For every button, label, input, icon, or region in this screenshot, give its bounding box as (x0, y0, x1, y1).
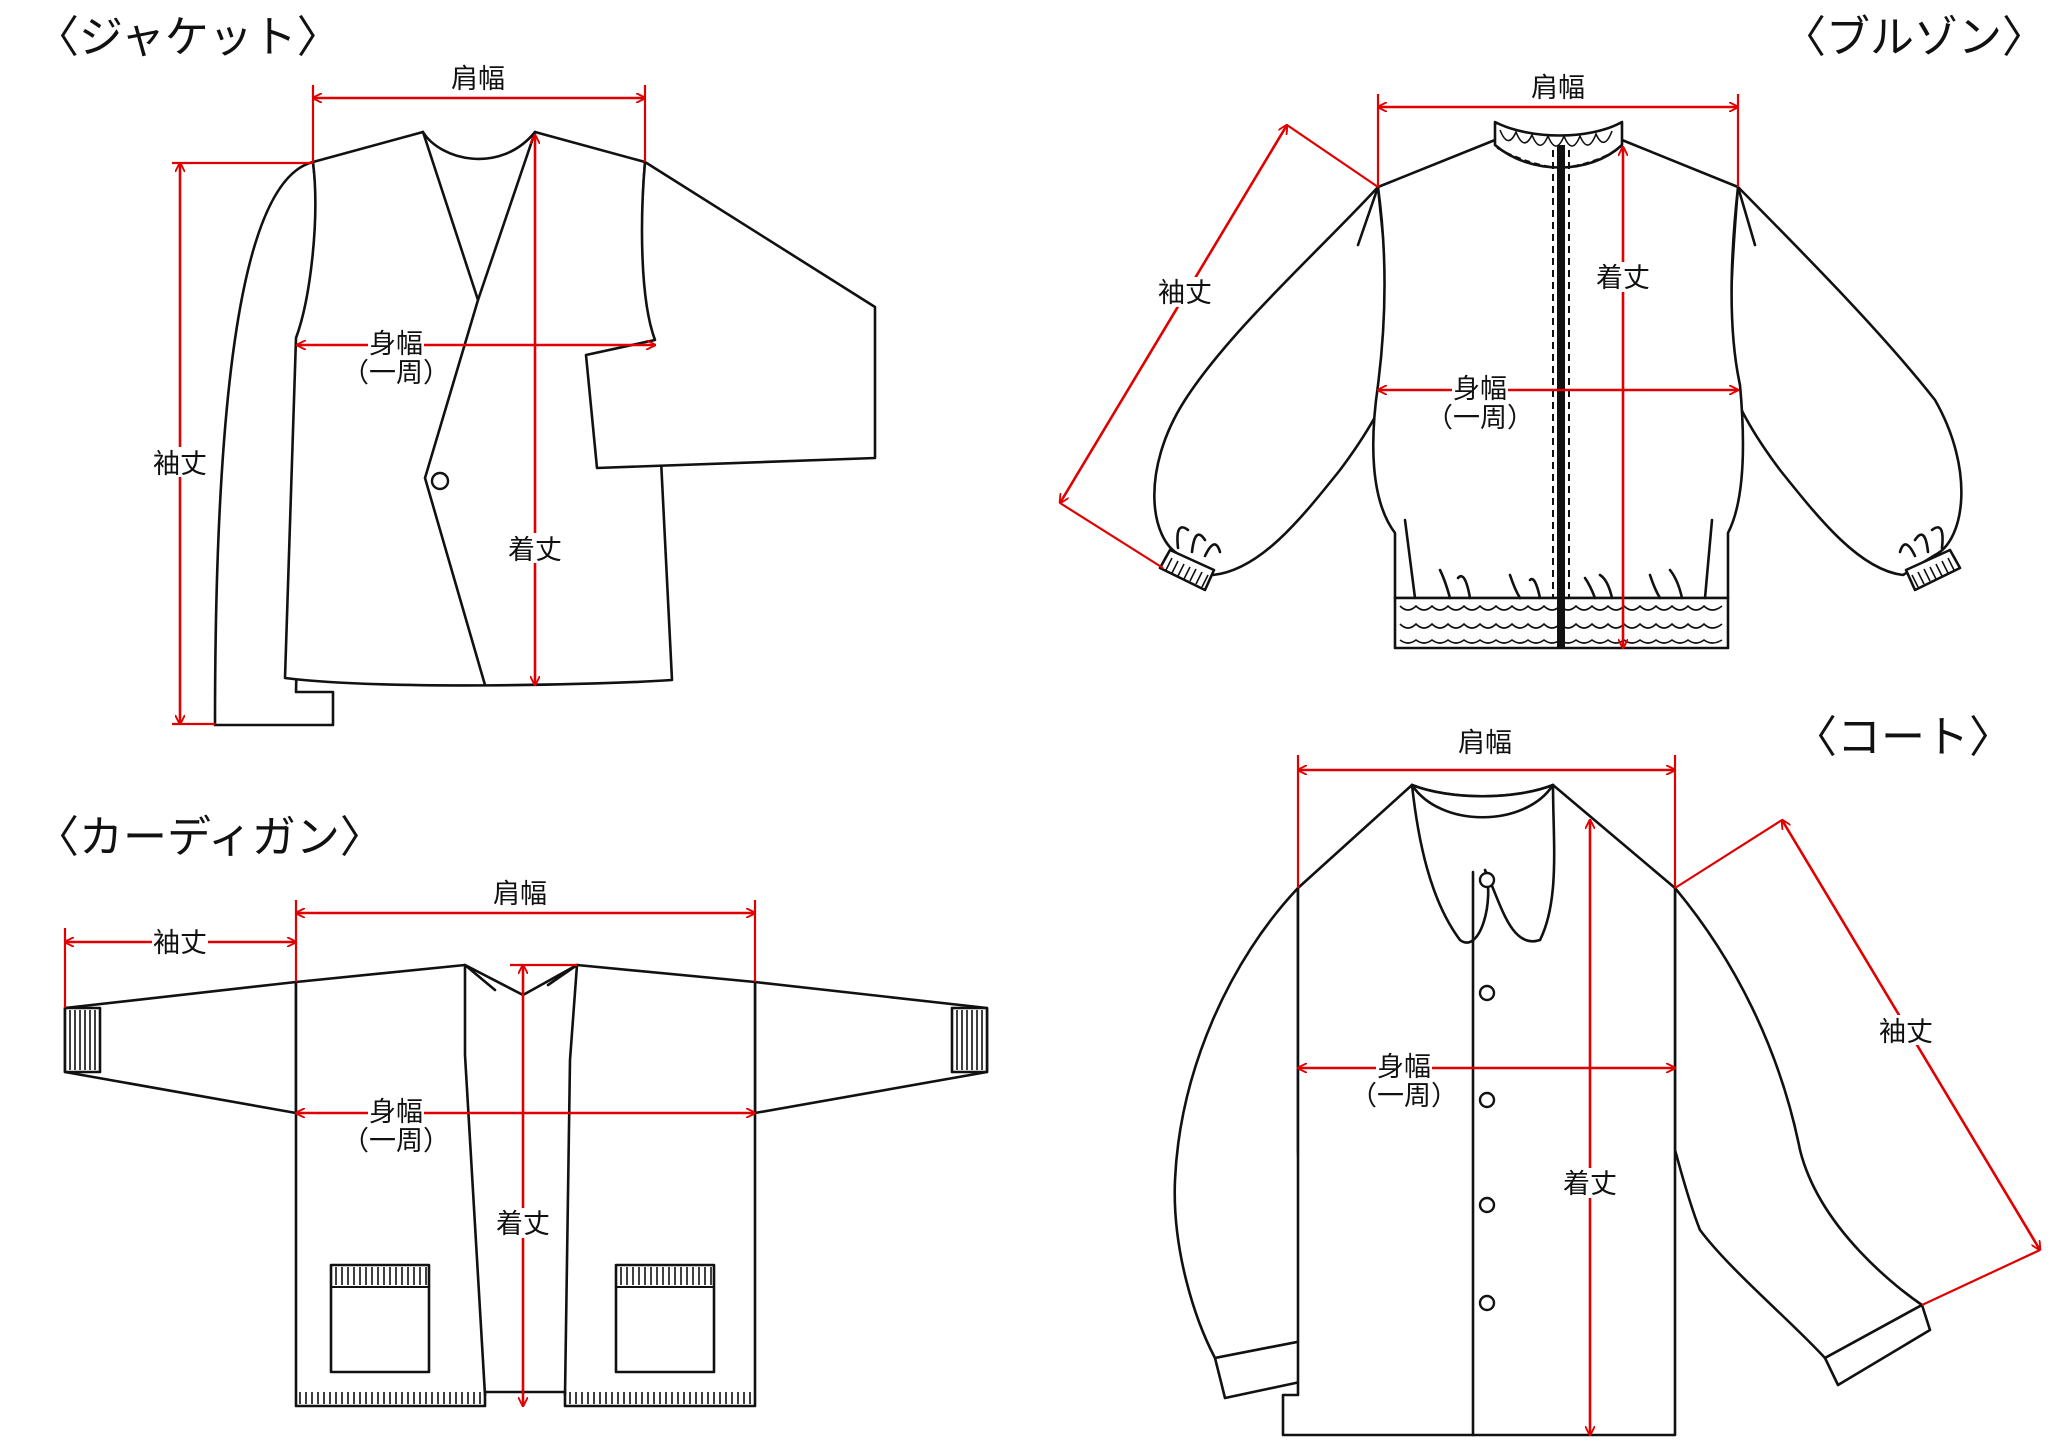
coat-length-label: 着丈 (1563, 1169, 1617, 1200)
blouson-collar-rib (1496, 129, 1621, 169)
cardigan-right-cuff (950, 1006, 989, 1074)
coat-right-sleeve (1673, 886, 1924, 1360)
blouson-body-note: （一周） (1426, 403, 1534, 434)
jacket-body-label: 身幅 (369, 329, 423, 360)
cardigan-body-label: 身幅 (369, 1097, 423, 1128)
cardigan-diagram: 〈カーディガン〉 (35, 812, 989, 1408)
cardigan-outline (63, 963, 989, 1408)
coat-button (1478, 1294, 1496, 1312)
cardigan-shoulder-label: 肩幅 (493, 879, 547, 910)
jacket-outline (213, 130, 877, 727)
coat-right-cuff (1823, 1303, 1932, 1387)
coat-button (1478, 984, 1496, 1002)
jacket-front-opening (421, 130, 487, 687)
blouson-length-label: 着丈 (1596, 263, 1650, 294)
jacket-right-sleeve (584, 160, 877, 470)
cardigan-hem-rib (299, 1392, 751, 1404)
jacket-length-label: 着丈 (508, 535, 562, 566)
blouson-left-sleeve (1153, 185, 1393, 577)
cardigan-title: 〈カーディガン〉 (35, 812, 384, 863)
coat-button (1478, 1091, 1496, 1109)
blouson-right-sleeve (1729, 185, 1963, 577)
jacket-sleeve-label: 袖丈 (153, 449, 207, 480)
blouson-title: 〈ブルゾン〉 (1782, 12, 2046, 63)
blouson-right-cuff (1898, 526, 1962, 592)
blouson-shoulder-label: 肩幅 (1531, 73, 1585, 104)
blouson-outline (1153, 120, 1963, 650)
cardigan-length-label: 着丈 (496, 1209, 550, 1240)
coat-sleeve-label: 袖丈 (1879, 1017, 1933, 1048)
cardigan-front-opening (463, 963, 579, 1397)
jacket-diagram: 〈ジャケット〉 肩幅 身幅 （一周） 袖丈 (35, 12, 877, 727)
cardigan-body-note: （一周） (342, 1126, 450, 1157)
coat-button (1478, 871, 1496, 889)
blouson-body-label: 身幅 (1453, 374, 1507, 405)
blouson-sleeve-line (1060, 125, 1287, 503)
coat-measurements: 肩幅 身幅 （一周） 着丈 袖丈 (1296, 728, 2040, 1435)
cardigan-sleeve-label: 袖丈 (153, 928, 207, 959)
jacket-body (283, 130, 674, 687)
jacket-measurements: 肩幅 身幅 （一周） 袖丈 着丈 (152, 64, 655, 726)
jacket-body-note: （一周） (342, 358, 450, 389)
blouson-gathers (1403, 518, 1714, 600)
jacket-title: 〈ジャケット〉 (35, 12, 341, 63)
jacket-shoulder-label: 肩幅 (451, 64, 505, 95)
coat-diagram: 〈コート〉 肩幅 身幅 (1173, 712, 2040, 1437)
cardigan-left-cuff (63, 1006, 102, 1074)
coat-button (1478, 1196, 1496, 1214)
jacket-lapel-edge (476, 130, 537, 302)
coat-outline (1173, 783, 1932, 1437)
coat-body-note: （一周） (1350, 1081, 1458, 1112)
blouson-left-cuff (1158, 526, 1222, 592)
blouson-measurements: 肩幅 身幅 （一周） 袖丈 着丈 (1060, 73, 1740, 648)
coat-collar (1410, 783, 1556, 944)
blouson-sleeve-label: 袖丈 (1158, 278, 1212, 309)
cardigan-measurements: 肩幅 袖丈 身幅 （一周） 着丈 (63, 879, 757, 1406)
jacket-button (430, 471, 450, 491)
coat-shoulder-label: 肩幅 (1458, 728, 1512, 759)
blouson-diagram: 〈ブルゾン〉 (1060, 12, 2046, 650)
coat-title: 〈コート〉 (1793, 712, 2013, 763)
coat-body-label: 身幅 (1377, 1052, 1431, 1083)
